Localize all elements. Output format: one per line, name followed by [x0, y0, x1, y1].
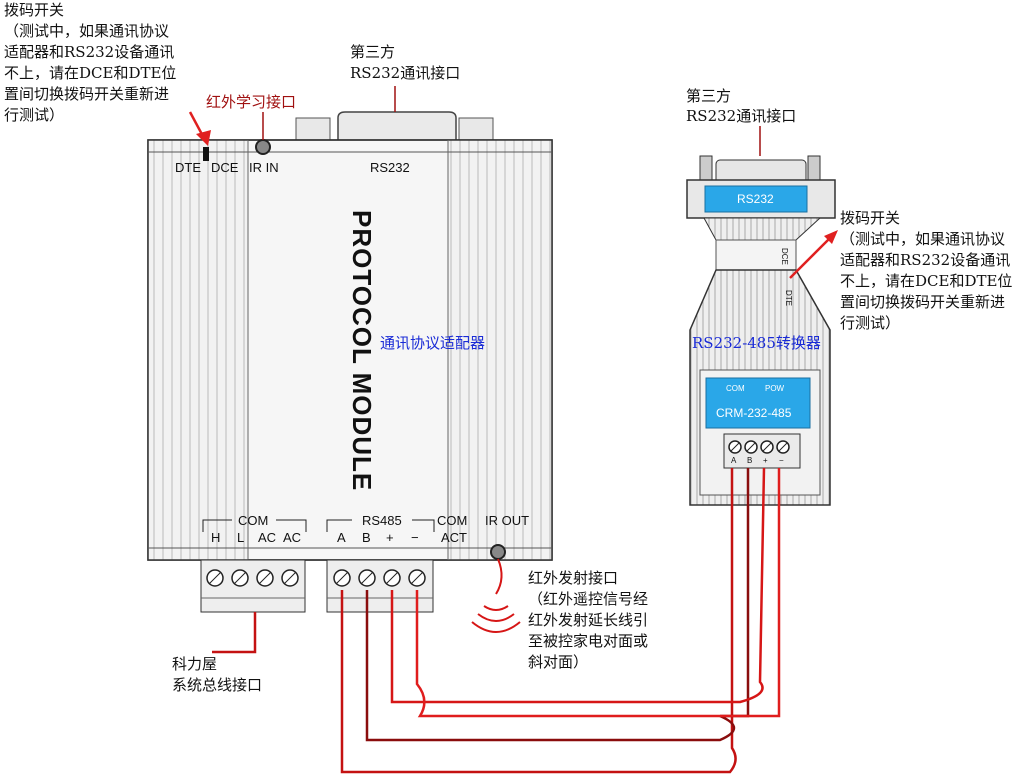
ir-out-label: IR OUT	[485, 513, 530, 528]
module-irin-label: IR IN	[249, 160, 279, 175]
left-switch-line-2: 适配器和RS232设备通讯	[4, 43, 175, 61]
module-title: PROTOCOL MODULE	[347, 210, 377, 492]
com-act-label-2: ACT	[441, 530, 467, 545]
ir-emit-line-2: 红外发射延长线引	[528, 611, 649, 629]
com-pin-h: H	[211, 530, 221, 545]
ir-emit-line-4: 斜对面）	[528, 653, 589, 671]
converter-dce-label: DCE	[780, 248, 789, 265]
rs485-pin-plus: +	[386, 530, 394, 545]
rs485-group-label: RS485	[362, 513, 402, 528]
ir-emit-line-3: 至被控家电对面或	[528, 632, 649, 650]
converter-pow-led: POW	[765, 384, 785, 393]
left-switch-line-1: （测试中，如果通讯协议	[4, 22, 170, 40]
module-dce-label: DCE	[211, 160, 239, 175]
right-switch-line-4: 置间切换拨码开关重新进	[840, 293, 1006, 311]
converter-model: CRM-232-485	[716, 406, 792, 420]
bus-note-line1: 科力屋	[172, 655, 218, 673]
left-switch-line-5: 行测试）	[4, 106, 65, 124]
converter-com-led: COM	[726, 384, 745, 393]
left-switch-title: 拨码开关	[4, 1, 65, 19]
rs485-pin-minus: −	[411, 530, 419, 545]
third-party-left-line1: 第三方	[350, 43, 396, 61]
right-switch-line-1: （测试中，如果通讯协议	[840, 230, 1006, 248]
converter-pin-a: A	[731, 456, 737, 465]
converter-dte-label: DTE	[784, 290, 793, 306]
module-dte-label: DTE	[175, 160, 201, 175]
third-party-right-line2: RS232通讯接口	[686, 107, 797, 125]
module-rs232-label: RS232	[370, 160, 410, 175]
converter-pin-b: B	[747, 456, 753, 465]
ir-emit-title: 红外发射接口	[528, 569, 619, 587]
converter-name: RS232-485转换器	[692, 334, 821, 352]
ir-learn-label: 红外学习接口	[206, 93, 297, 111]
converter-pin-minus: −	[779, 456, 784, 465]
third-party-right-line1: 第三方	[686, 87, 732, 105]
converter-pin-plus: +	[763, 456, 768, 465]
ir-emit-line-1: （红外遥控信号经	[528, 590, 649, 608]
third-party-left-line2: RS232通讯接口	[350, 64, 461, 82]
right-switch-line-2: 适配器和RS232设备通讯	[840, 251, 1011, 269]
rs485-wires	[340, 467, 781, 774]
right-switch-title: 拨码开关	[840, 209, 901, 227]
bus-note-line2: 系统总线接口	[172, 676, 263, 694]
com-pin-ac1: AC	[258, 530, 277, 545]
module-cn-name: 通讯协议适配器	[380, 334, 486, 352]
com-pin-l: L	[237, 530, 245, 545]
protocol-module	[147, 111, 553, 613]
converter-rs232-label: RS232	[737, 192, 774, 206]
rs232-485-converter	[686, 155, 836, 506]
left-switch-line-4: 置间切换拨码开关重新进	[4, 85, 170, 103]
right-switch-line-5: 行测试）	[840, 314, 901, 332]
ir-cable	[495, 558, 503, 595]
right-switch-line-3: 不上，请在DCE和DTE位	[840, 272, 1013, 290]
bus-wire	[212, 612, 257, 654]
com-act-label-1: COM	[437, 513, 468, 528]
left-switch-line-3: 不上，请在DCE和DTE位	[4, 64, 177, 82]
rs485-pin-b: B	[362, 530, 371, 545]
rs485-pin-a: A	[337, 530, 346, 545]
com-group-label: COM	[238, 513, 269, 528]
com-pin-ac2: AC	[283, 530, 302, 545]
